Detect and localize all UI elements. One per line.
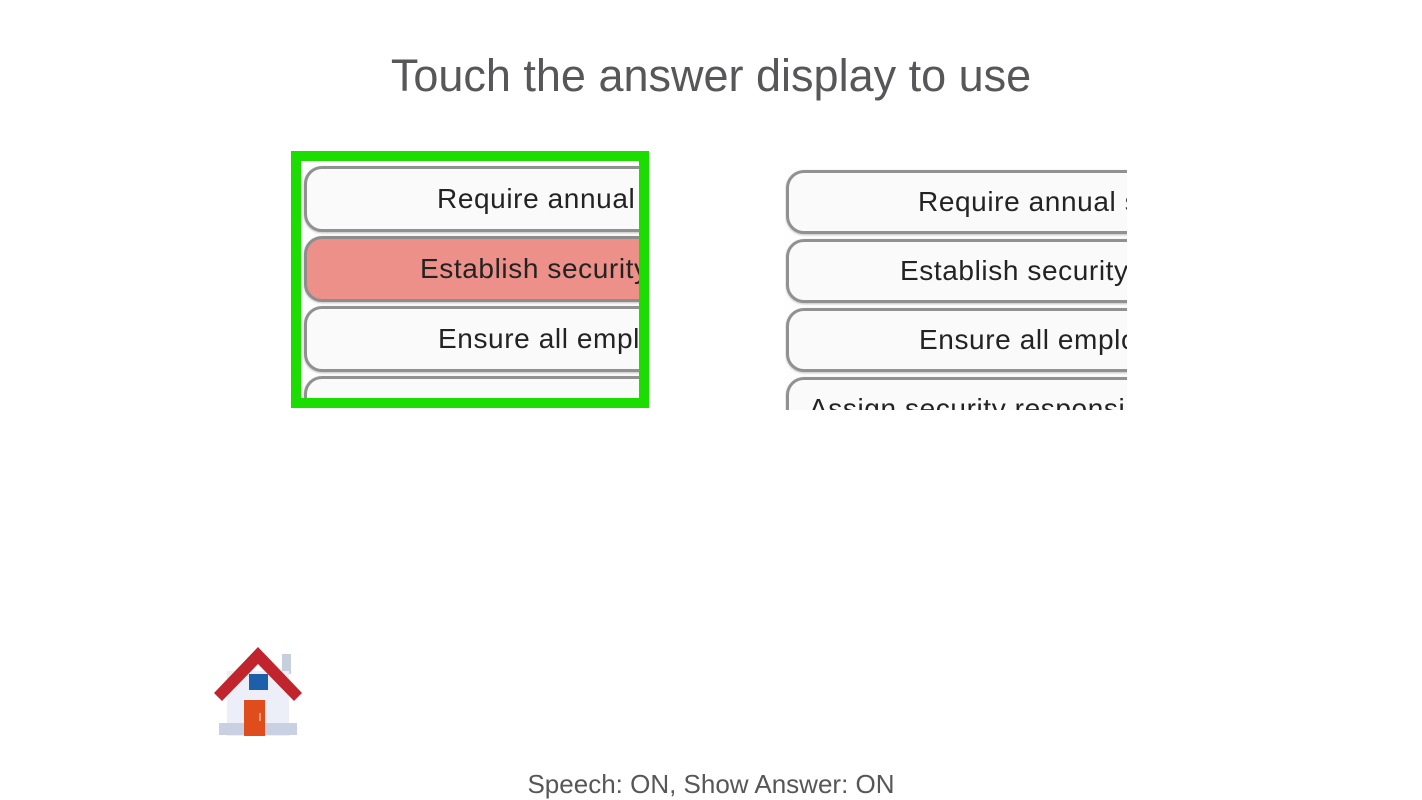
answer-option-label: Require annual s (918, 186, 1127, 217)
answer-option-label: Ensure all employ (919, 324, 1127, 355)
answer-display-option-selected[interactable]: Require annual s Establish security t En… (291, 151, 649, 408)
answer-option-pill (304, 376, 639, 398)
home-button[interactable] (212, 645, 304, 743)
answer-option-label: Establish security t (420, 253, 639, 284)
answer-display-preview-viewport: Require annual s Establish security t En… (785, 168, 1127, 410)
page-title: Touch the answer display to use (390, 50, 1032, 101)
house-emoji-icon (212, 645, 304, 743)
answer-option-label: Assign security responsib (809, 393, 1127, 410)
status-bar: Speech: ON, Show Answer: ON (527, 769, 895, 799)
answer-display-option-unselected[interactable]: Require annual s Establish security t En… (785, 168, 1127, 410)
answer-option-pill-highlighted: Establish security t (304, 236, 639, 302)
answer-option-pill: Establish security t (786, 239, 1127, 303)
answer-display-preview-viewport: Require annual s Establish security t En… (301, 161, 639, 398)
answer-option-pill: Require annual s (304, 166, 639, 232)
answer-option-pill: Ensure all employ (786, 308, 1127, 372)
answer-option-label: Ensure all emplo (438, 323, 639, 354)
answer-option-pill: Ensure all emplo (304, 306, 639, 372)
answer-option-label: Require annual s (437, 183, 639, 214)
answer-option-pill: Assign security responsib (786, 377, 1127, 410)
answer-option-label: Establish security t (900, 255, 1127, 286)
answer-option-pill: Require annual s (786, 170, 1127, 234)
